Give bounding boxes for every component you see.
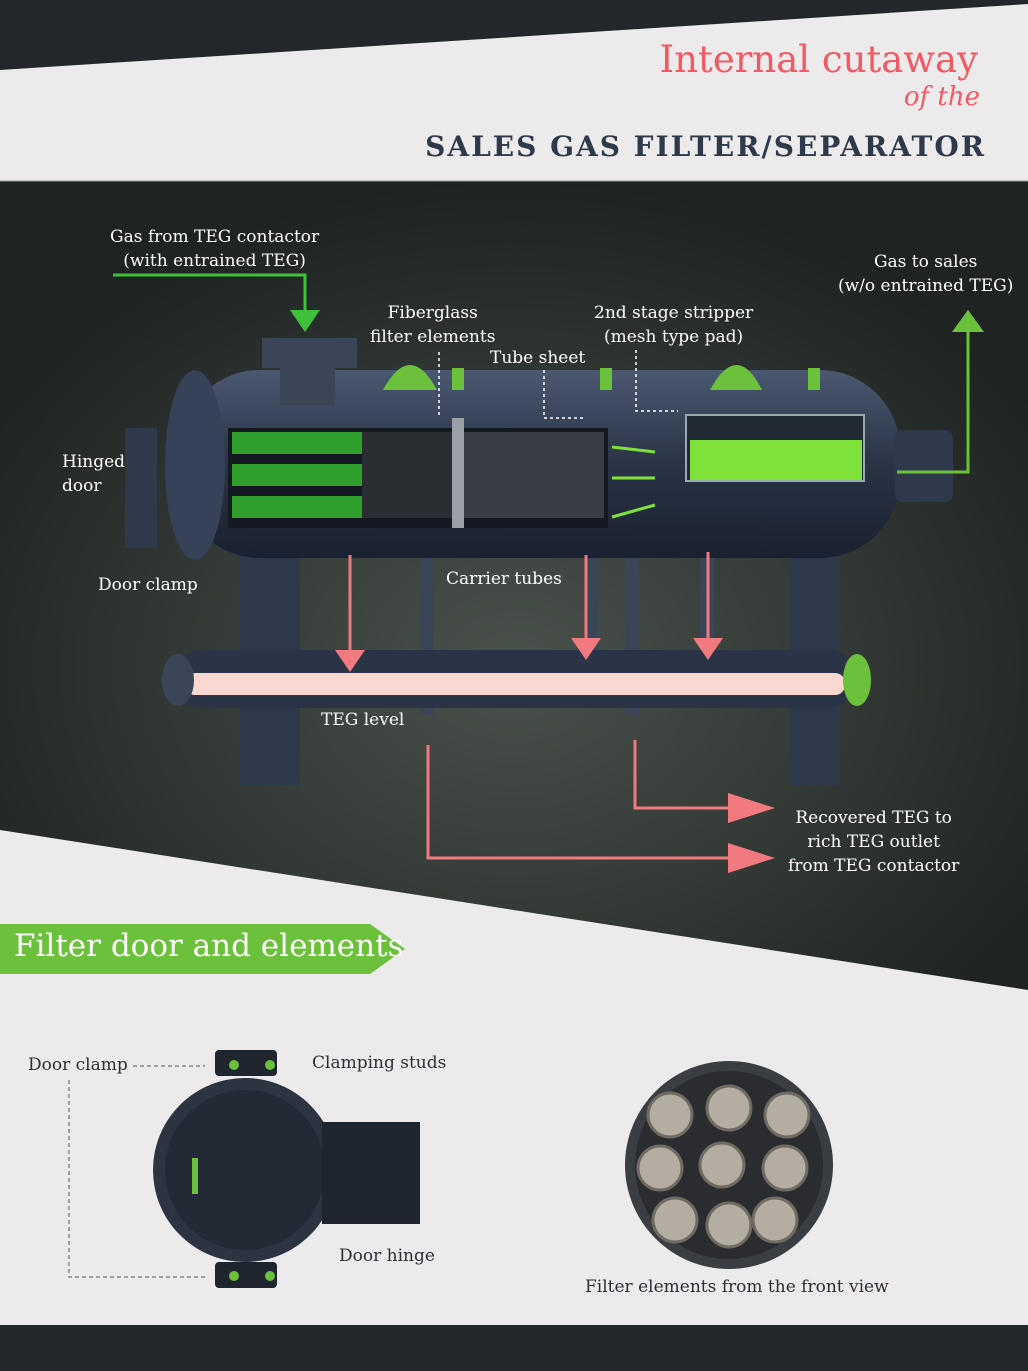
label-door-clamp-detail: Door clamp bbox=[28, 1055, 128, 1075]
outlet-valve bbox=[843, 654, 871, 706]
label-stripper: 2nd stage stripper(mesh type pad) bbox=[594, 303, 754, 347]
footer-band bbox=[0, 1325, 1028, 1371]
label-teg-level: TEG level bbox=[321, 710, 405, 730]
title-line1: Internal cutaway bbox=[659, 38, 979, 81]
flow-arrows bbox=[113, 273, 984, 873]
mesh-pad bbox=[690, 440, 862, 480]
section-title: Filter door and elements bbox=[14, 928, 404, 964]
label-carrier-tubes: Carrier tubes bbox=[446, 569, 562, 589]
section-banner bbox=[0, 924, 405, 974]
label-gas-out: Gas to sales(w/o entrained TEG) bbox=[838, 252, 1014, 296]
filter-elements-front-view bbox=[625, 1061, 833, 1269]
page-subtitle: SALES GAS FILTER/SEPARATOR bbox=[425, 130, 986, 163]
label-door-hinge: Door hinge bbox=[339, 1246, 435, 1266]
label-tube-sheet: Tube sheet bbox=[490, 348, 586, 368]
label-clamping-studs: Clamping studs bbox=[312, 1053, 447, 1073]
top-dark-band bbox=[0, 0, 1028, 70]
separator-vessel bbox=[125, 338, 953, 785]
label-door-clamp: Door clamp bbox=[98, 575, 198, 595]
label-front-view: Filter elements from the front view bbox=[585, 1277, 889, 1297]
teg-level-fill bbox=[185, 673, 845, 695]
title-line2: of the bbox=[903, 82, 980, 112]
label-gas-in: Gas from TEG contactor(with entrained TE… bbox=[110, 227, 320, 271]
filter-door-illustration bbox=[68, 1050, 420, 1288]
